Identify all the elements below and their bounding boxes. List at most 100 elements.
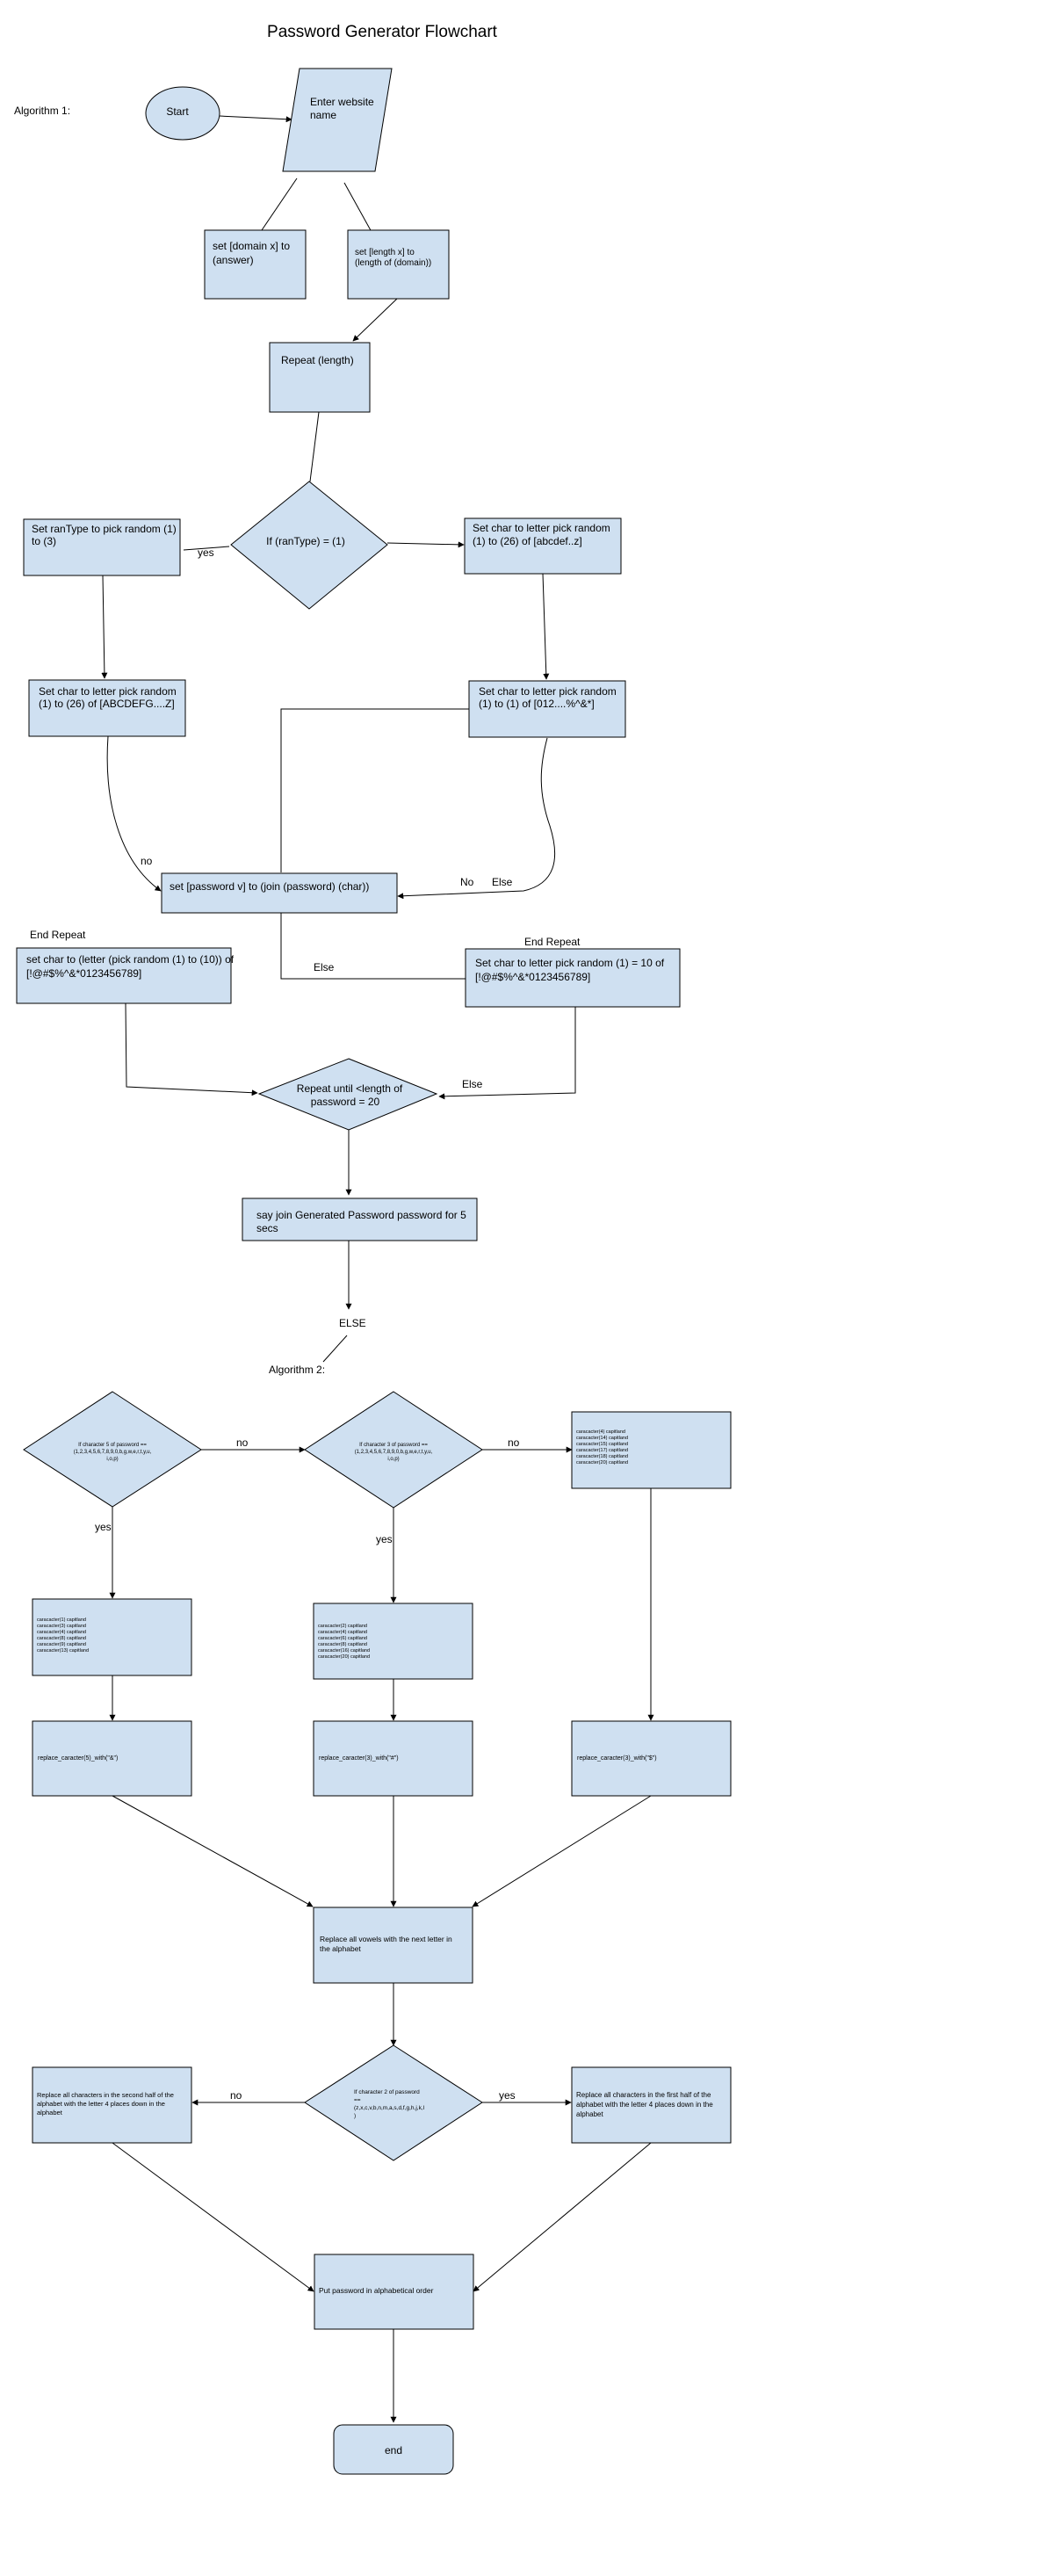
edge-label-no-3: no (230, 2089, 242, 2102)
capitalize-right-line6: caracacter(20) capitland (576, 1460, 628, 1465)
check-char3-decision: If character 3 of password == (1,2,3,4,5… (304, 1391, 483, 1509)
replace-first-half-node: Replace all characters in the first half… (571, 2066, 732, 2144)
set-char-lower-line1: Set char to letter pick random (473, 522, 610, 534)
set-password-label: set [password v] to (join (password) (ch… (170, 880, 369, 893)
capitalize-right-line1: caracacter(4) capitland (576, 1429, 625, 1435)
capitalize-left-line6: caracacter(13) capitland (37, 1648, 89, 1653)
set-char-upper-line2: (1) to (26) of [ABCDEFG....Z] (39, 698, 175, 710)
replace-second-half-line3: alphabet (37, 2109, 63, 2117)
set-rantype-line2: to (3) (32, 535, 56, 547)
capitalize-mid-line2: caracacter(4) capitland (318, 1630, 367, 1635)
algorithm2-label: Algorithm 2: (269, 1364, 325, 1376)
capitalize-mid-line6: caracacter(20) capitland (318, 1654, 370, 1660)
capitalize-left-node: caracacter(1) capitland caracacter(3) ca… (32, 1598, 192, 1676)
edge-label-yes-3: yes (499, 2089, 516, 2102)
else-final-label: ELSE (339, 1317, 366, 1329)
replace-first-half-line2: alphabet with the letter 4 places down i… (576, 2101, 713, 2109)
repeat-length-label: Repeat (length) (281, 354, 354, 366)
replace-first-half-line1: Replace all characters in the first half… (576, 2091, 711, 2099)
page-title: Password Generator Flowchart (267, 23, 498, 41)
replace-left-node: replace_caracter(5)_with("&") (32, 1720, 192, 1797)
connectors-algorithm-2 (109, 1446, 654, 2423)
capitalize-left-line4: caracacter(8) capitland (37, 1636, 86, 1641)
check-char2-line2: == (354, 2097, 361, 2103)
capitalize-right-line3: caracacter(15) capitland (576, 1442, 628, 1447)
capitalize-right-line5: caracacter(18) capitland (576, 1454, 628, 1459)
set-length-line2: (length of (domain)) (355, 258, 431, 268)
capitalize-mid-line1: caracacter(2) capitland (318, 1624, 367, 1629)
end-repeat-right-label: End Repeat (524, 936, 581, 948)
start-node: Start (145, 86, 220, 141)
capitalize-left-line5: caracacter(9) capitland (37, 1642, 86, 1647)
check-char2-decision: If character 2 of password == (z,x,c,v,b… (304, 2044, 483, 2161)
replace-vowels-line2: the alphabet (320, 1944, 361, 1953)
enter-website-line2: name (310, 109, 336, 121)
say-join-line2: secs (256, 1222, 278, 1234)
end-label: end (385, 2444, 402, 2457)
say-join-line1: say join Generated Password password for… (256, 1209, 466, 1221)
edge-label-no-1: no (236, 1436, 249, 1449)
connectors-algorithm-1 (101, 115, 576, 1363)
set-length-node: set [length x] to (length of (domain)) (347, 229, 450, 300)
check-char3-line3: i,o,p) (387, 1457, 399, 1462)
edge-label-else-mid: Else (314, 961, 335, 973)
check-char5-line1: If character 5 of password == (78, 1443, 147, 1448)
set-domain-line2: (answer) (213, 254, 254, 266)
repeat-until-decision: Repeat until <length of password = 20 (257, 1058, 438, 1131)
replace-right-node: replace_caracter(3)_with("$") (571, 1720, 732, 1797)
set-char-left-node: set char to (letter (pick random (1) to … (16, 947, 235, 1004)
edge-label-no-2: no (508, 1436, 520, 1449)
capitalize-mid-line4: caracacter(8) capitland (318, 1642, 367, 1647)
replace-vowels-line1: Replace all vowels with the next letter … (320, 1935, 452, 1943)
check-char5-line2: (1,2,3,4,5,6,7,8,9,0,b,g,w,e,r,t,y,u, (74, 1450, 152, 1455)
end-node: end (333, 2424, 454, 2475)
check-char3-line2: (1,2,3,4,5,6,7,8,9,0,b,g,w,e,r,t,y,u, (355, 1450, 433, 1455)
capitalize-left-line2: caracacter(3) capitland (37, 1624, 86, 1629)
set-char-right-line2: [!@#$%^&*0123456789] (475, 971, 590, 983)
set-char-lower-line2: (1) to (26) of [abcdef..z] (473, 535, 582, 547)
replace-vowels-node: Replace all vowels with the next letter … (313, 1907, 473, 1984)
replace-mid-node: replace_caracter(3)_with("#") (313, 1720, 473, 1797)
set-char-upper-line1: Set char to letter pick random (39, 685, 177, 698)
alphabetical-order-node: Put password in alphabetical order (314, 2254, 474, 2330)
capitalize-right-line4: caracacter(17) capitland (576, 1448, 628, 1453)
set-rantype-line1: Set ranType to pick random (1) (32, 523, 177, 535)
set-char-symbols-line1: Set char to letter pick random (479, 685, 617, 698)
set-char-upper-node: Set char to letter pick random (1) to (2… (28, 679, 186, 737)
if-rantype-label: If (ranType) = (1) (266, 535, 345, 547)
edge-label-else-repeat: Else (462, 1078, 483, 1090)
edge-label-no: no (141, 855, 153, 867)
repeat-until-line2: password = 20 (311, 1096, 380, 1108)
replace-right-label: replace_caracter(3)_with("$") (577, 1755, 657, 1762)
set-password-node: set [password v] to (join (password) (ch… (161, 872, 398, 914)
set-domain-node: set [domain x] to (answer) (204, 229, 307, 300)
check-char3-line1: If character 3 of password == (359, 1443, 428, 1448)
repeat-until-line1: Repeat until <length of (297, 1082, 403, 1095)
set-length-line1: set [length x] to (355, 248, 415, 257)
check-char2-line4: ) (354, 2113, 356, 2119)
edge-label-else-right: Else (492, 876, 513, 888)
if-rantype-decision: If (ranType) = (1) (230, 481, 388, 610)
set-char-right-line1: Set char to letter pick random (1) = 10 … (475, 957, 665, 969)
replace-first-half-line3: alphabet (576, 2110, 603, 2118)
capitalize-left-line1: caracacter(1) capitland (37, 1617, 86, 1623)
capitalize-mid-node: caracacter(2) capitland caracacter(4) ca… (313, 1603, 473, 1680)
enter-website-node: Enter website name (282, 68, 393, 172)
replace-left-label: replace_caracter(5)_with("&") (38, 1755, 118, 1762)
alphabetical-order-label: Put password in alphabetical order (319, 2286, 434, 2295)
enter-website-line1: Enter website (310, 96, 374, 108)
check-char2-line3: (z,x,c,v,b,n,m,a,s,d,f,g,h,j,k,l (354, 2105, 425, 2111)
replace-second-half-line2: alphabet with the letter 4 places down i… (37, 2100, 165, 2108)
edge-label-yes-2: yes (376, 1533, 393, 1545)
set-rantype-node: Set ranType to pick random (1) to (3) (23, 518, 181, 576)
capitalize-right-line2: caracacter(14) capitland (576, 1436, 628, 1441)
replace-second-half-node: Replace all characters in the second hal… (32, 2066, 192, 2144)
edge-label-yes: yes (198, 546, 214, 559)
capitalize-right-node: caracacter(4) capitland caracacter(14) c… (571, 1411, 732, 1489)
set-char-left-line2: [!@#$%^&*0123456789] (26, 967, 141, 980)
set-char-lower-node: Set char to letter pick random (1) to (2… (464, 517, 622, 575)
end-repeat-left-label: End Repeat (30, 929, 86, 941)
capitalize-left-line3: caracacter(4) capitland (37, 1630, 86, 1635)
set-char-left-line1: set char to (letter (pick random (1) to … (26, 953, 235, 966)
